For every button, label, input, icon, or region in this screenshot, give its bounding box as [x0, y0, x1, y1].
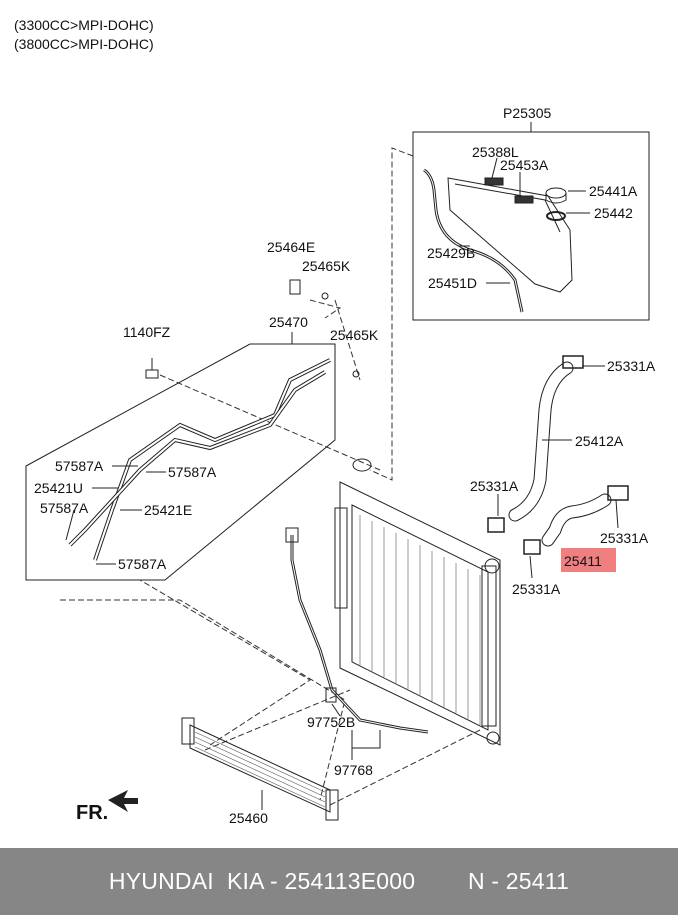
hose-clamp-right	[607, 485, 629, 501]
reservoir-cap	[545, 187, 567, 199]
label-25331A-4: 25331A	[512, 581, 561, 597]
label-25331A-3: 25331A	[600, 530, 649, 546]
label-57587A-3: 57587A	[40, 500, 89, 516]
label-25412A: 25412A	[575, 433, 624, 449]
hose-clamp-top	[562, 355, 584, 369]
label-25441A: 25441A	[589, 183, 638, 199]
radiator-inlet	[484, 558, 500, 574]
sensor-97752B	[325, 687, 337, 703]
reservoir-tank	[447, 177, 573, 293]
label-25465K-top: 25465K	[302, 258, 351, 274]
label-25388L: 25388L	[472, 144, 519, 160]
side-tank-left	[334, 507, 348, 609]
label-25460: 25460	[229, 810, 268, 826]
label-57587A-2: 57587A	[168, 464, 217, 480]
label-25421U: 25421U	[34, 480, 83, 496]
oil-cooler	[189, 724, 331, 813]
side-tank-right	[481, 565, 497, 727]
label-25451D: 25451D	[428, 275, 477, 291]
hose-clamp-bottom	[523, 539, 541, 555]
label-25465K-bottom: 25465K	[330, 327, 379, 343]
bolt-1140FZ	[145, 358, 159, 379]
label-25464E: 25464E	[267, 239, 315, 255]
wire-connector	[285, 527, 299, 543]
label-25453A: 25453A	[500, 157, 549, 173]
footer-bar: HYUNDAI KIA - 254113E000 N - 25411	[0, 848, 678, 915]
footer-part-number: HYUNDAI KIA - 254113E000	[108, 868, 416, 894]
bolt-25464E	[289, 279, 301, 295]
label-25331A-2: 25331A	[470, 478, 519, 494]
label-25411: 25411	[564, 553, 602, 569]
label-25442: 25442	[594, 205, 633, 221]
radiator-cap	[352, 458, 372, 472]
radiator-frame	[339, 481, 501, 746]
front-label: FR.	[76, 802, 109, 824]
label-1140FZ: 1140FZ	[123, 324, 171, 340]
pipe-kit-frame	[25, 343, 336, 581]
footer-ref: N - 25411	[467, 868, 570, 894]
label-25421E: 25421E	[144, 502, 192, 518]
label-97768: 97768	[334, 762, 373, 778]
label-57587A-4: 57587A	[118, 556, 167, 572]
part-highlight	[561, 548, 616, 572]
front-arrow-icon	[108, 790, 138, 812]
engine-variant-2: (3800CC>MPI-DOHC)	[14, 36, 154, 52]
label-25331A-1: 25331A	[607, 358, 656, 374]
label-57587A-1: 57587A	[55, 458, 104, 474]
cap-ring	[546, 211, 566, 221]
hose-clamp-mid	[487, 517, 505, 533]
label-25470: 25470	[269, 314, 308, 330]
engine-variant-1: (3300CC>MPI-DOHC)	[14, 17, 154, 33]
label-P25305: P25305	[503, 105, 551, 121]
radiator-parts-diagram: P25305 25388L 25453A 25441A 25442 25429B…	[25, 105, 656, 826]
label-25429B: 25429B	[427, 245, 475, 261]
radiator-core	[351, 504, 489, 731]
label-97752B: 97752B	[307, 714, 355, 730]
